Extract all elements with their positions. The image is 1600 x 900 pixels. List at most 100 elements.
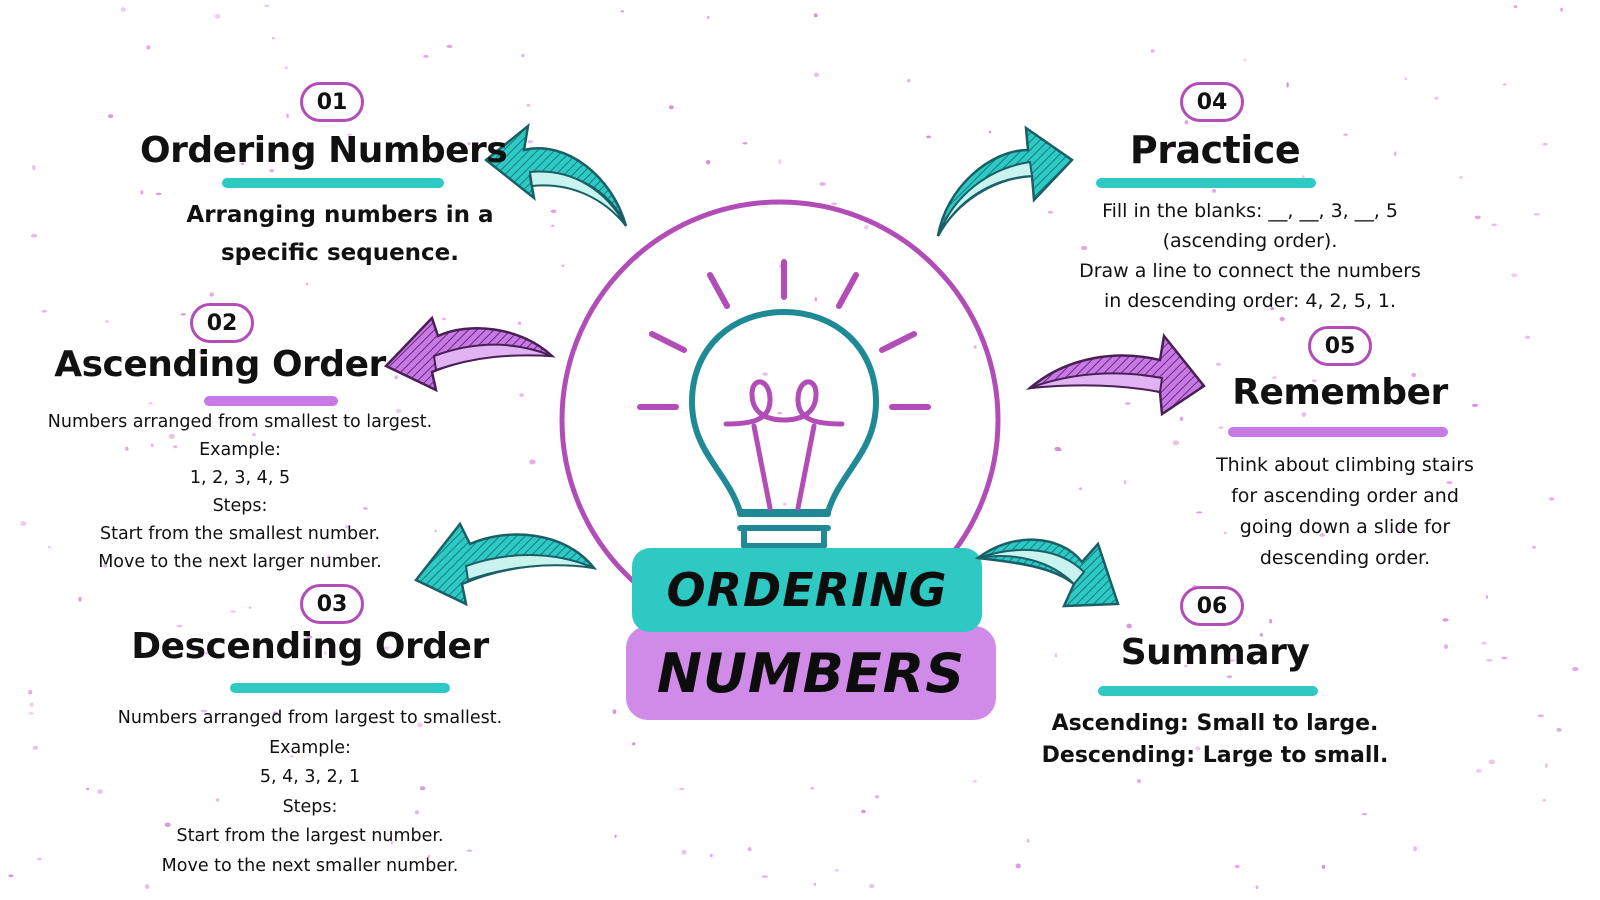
confetti-dot [20,521,27,527]
confetti-dot [140,190,144,195]
confetti-dot [252,433,256,437]
confetti-dot [423,55,429,58]
confetti-dot [1501,656,1508,660]
confetti-dot [519,393,524,397]
confetti-dot [146,45,151,50]
confetti-dot [527,140,534,144]
confetti-dot [1301,412,1307,417]
confetti-dot [125,446,129,451]
desc-line: Start from the largest number. [176,826,444,846]
confetti-dot [1542,142,1548,146]
desc-line: Steps: [282,796,338,817]
underline-ordering-numbers [222,178,444,188]
confetti-dot [526,104,531,107]
badge-02: 02 [190,303,254,343]
confetti-dot [1229,659,1236,662]
confetti-dot [1434,96,1439,100]
confetti-dot [612,709,617,715]
confetti-dot [1259,633,1264,637]
confetti-dot [446,44,453,49]
arrow-to-ascending-order [383,315,556,393]
desc-line: Numbers arranged from largest to smalles… [117,708,503,728]
confetti-dot [835,869,839,872]
confetti-dot [209,292,214,297]
confetti-dot [8,874,14,878]
confetti-dot [529,459,536,465]
desc-line: going down a slide for [1239,516,1451,538]
confetti-dot [1168,145,1172,150]
arrow-to-summary [974,538,1120,608]
confetti-dot [305,282,309,286]
confetti-dot [145,884,150,889]
center-title-ordering-box: ORDERING [632,548,982,632]
confetti-dot [668,105,674,110]
confetti-dot [973,345,977,349]
confetti-dot [1321,864,1326,869]
title-ascending-order: Ascending Order [54,344,386,385]
confetti-dot [1195,511,1203,514]
confetti-dot [214,13,221,19]
confetti-dot [269,169,275,173]
confetti-dot [1026,838,1030,843]
confetti-dot [180,313,186,316]
confetti-dot [1234,864,1240,869]
confetti-dot [1537,714,1545,718]
confetti-dot [1286,82,1289,88]
desc-line: Example: [199,440,281,460]
confetti-dot [466,849,473,852]
confetti-dot [1184,120,1189,125]
badge-06: 06 [1180,586,1244,626]
confetti-dot [199,350,205,355]
confetti-dot [327,555,331,559]
arrow-to-remember [1025,333,1206,417]
confetti-dot [1172,440,1180,446]
confetti-dot [30,233,38,238]
confetti-dot [1123,480,1127,485]
title-remember: Remember [1232,372,1448,413]
title-ordering-numbers: Ordering Numbers [140,130,508,171]
confetti-dot [1124,402,1131,405]
confetti-dot [230,610,236,613]
badge-06-number: 06 [1196,593,1228,619]
confetti-dot [778,159,781,165]
confetti-dot [1560,7,1563,12]
title-descending-order: Descending Order [131,626,489,667]
confetti-dot [41,309,47,313]
desc-line: descending order. [1259,547,1431,569]
title-summary: Summary [1120,632,1310,673]
confetti-dot [907,78,911,83]
confetti-dot [1486,659,1493,662]
confetti-dot [286,113,289,118]
confetti-dot [344,525,351,529]
confetti-dot [264,4,270,7]
title-practice: Practice [1129,128,1301,172]
confetti-dot [1243,58,1247,62]
confetti-dot [561,264,565,267]
confetti-dot [972,780,977,783]
confetti-dot [164,822,171,828]
confetti-dot [1413,846,1418,852]
confetti-dot [1502,83,1507,86]
confetti-dot [1404,77,1408,81]
confetti-dot [1411,372,1416,378]
confetti-dot [1343,133,1348,136]
confetti-dot [78,596,82,602]
confetti-dot [1216,362,1221,366]
confetti-dot [467,142,471,146]
desc-descending-order: Numbers arranged from largest to smalles… [90,704,530,881]
confetti-dot [1511,273,1518,278]
underline-descending-order [230,683,450,693]
desc-line: (ascending order). [1162,230,1338,252]
confetti-dot [148,402,153,405]
confetti-dot [427,854,431,858]
desc-line: Fill in the blanks: __, __, 3, __, 5 [1102,200,1398,222]
confetti-dot [1054,653,1058,658]
confetti-dot [384,646,390,650]
confetti-dot [747,847,752,852]
confetti-dot [813,882,817,886]
confetti-dot [103,564,108,568]
confetti-dot [521,53,525,58]
